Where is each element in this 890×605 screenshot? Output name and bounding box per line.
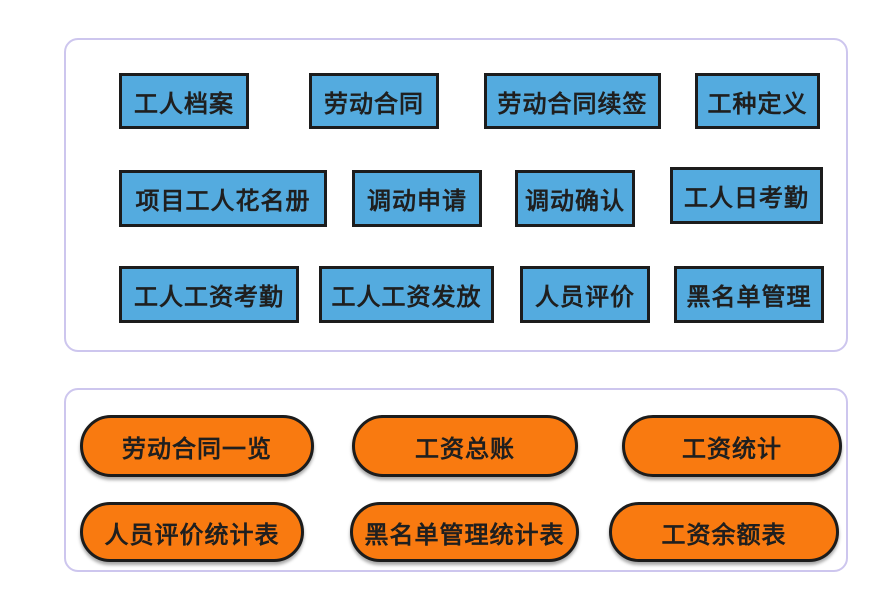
button-personnel-evaluation-report[interactable]: 人员评价统计表 [80,502,304,562]
button-blacklist-management-report[interactable]: 黑名单管理统计表 [350,502,579,562]
button-transfer-confirmation[interactable]: 调动确认 [515,170,635,227]
button-labor-contract-overview[interactable]: 劳动合同一览 [80,415,314,477]
report-functions-panel: 劳动合同一览 工资总账 工资统计 人员评价统计表 黑名单管理统计表 工资余额表 [64,388,848,572]
button-blacklist-management[interactable]: 黑名单管理 [674,266,824,323]
button-worker-daily-attendance[interactable]: 工人日考勤 [670,167,823,224]
button-worker-wage-payment[interactable]: 工人工资发放 [319,266,494,323]
button-labor-contract[interactable]: 劳动合同 [309,73,439,129]
management-functions-panel: 工人档案 劳动合同 劳动合同续签 工种定义 项目工人花名册 调动申请 调动确认 … [64,38,848,352]
button-worker-archive[interactable]: 工人档案 [119,73,249,129]
button-wage-statistics[interactable]: 工资统计 [622,415,842,477]
button-worker-wage-attendance[interactable]: 工人工资考勤 [119,266,299,323]
button-project-worker-roster[interactable]: 项目工人花名册 [119,170,327,227]
button-wage-balance-sheet[interactable]: 工资余额表 [609,502,839,562]
button-personnel-evaluation[interactable]: 人员评价 [520,266,650,323]
button-transfer-application[interactable]: 调动申请 [352,170,482,227]
button-labor-contract-renewal[interactable]: 劳动合同续签 [484,73,661,129]
button-job-type-definition[interactable]: 工种定义 [695,73,820,129]
button-wage-ledger[interactable]: 工资总账 [352,415,578,477]
